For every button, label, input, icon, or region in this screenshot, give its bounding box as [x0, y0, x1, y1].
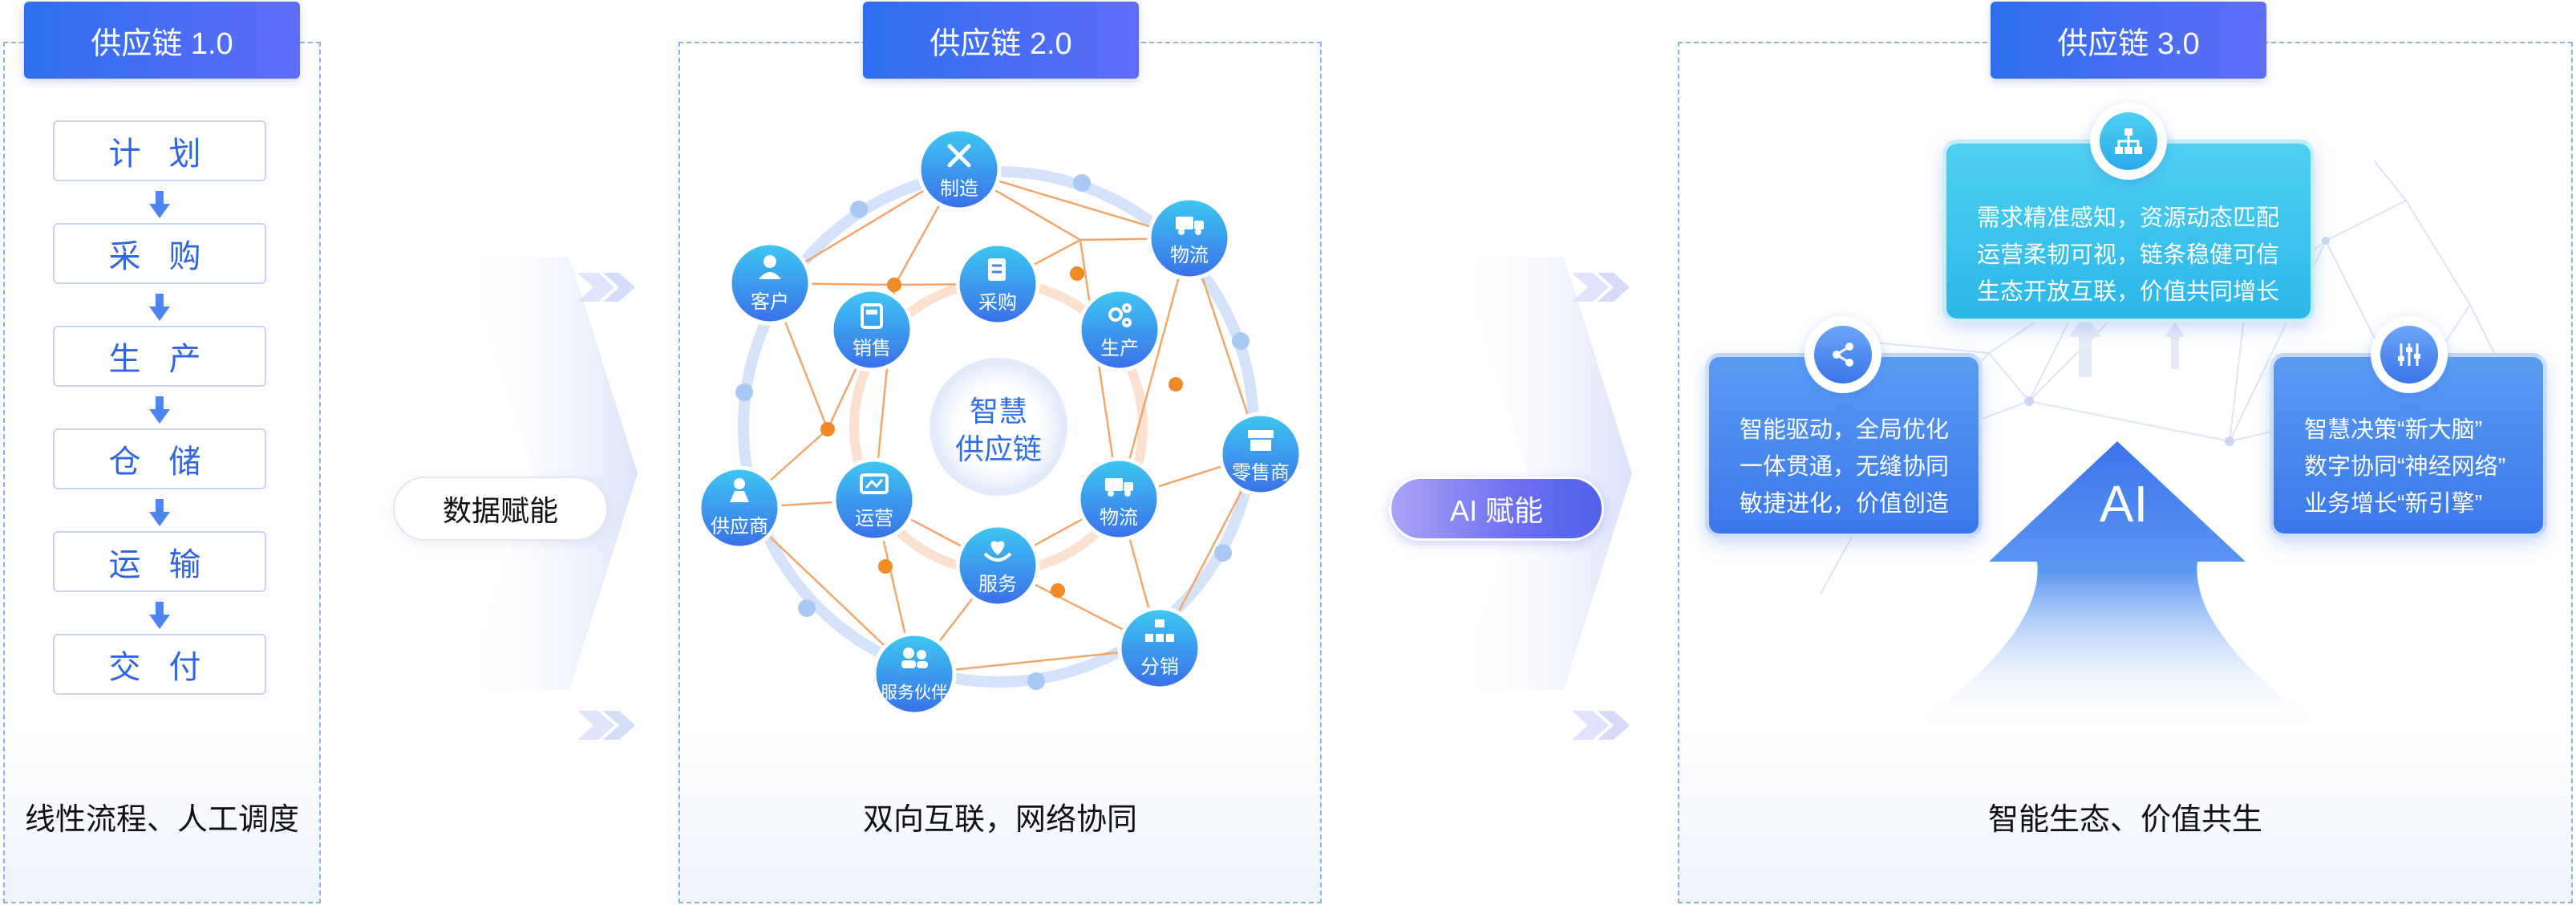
- node-label: 物流: [1170, 245, 1209, 266]
- stage2-title: 供应链 2.0: [863, 2, 1139, 79]
- double-chevron-icon: [1572, 711, 1630, 740]
- transition2-label: AI 赋能: [1389, 477, 1604, 541]
- node-manufacture: 制造: [917, 127, 1002, 212]
- node-retailer: 零售商: [1218, 412, 1303, 497]
- node-label: 服务伙伴: [881, 684, 948, 702]
- node-label: 分销: [1140, 656, 1179, 678]
- ai-arrow-icon: AI: [1909, 441, 2326, 730]
- card-left-line1: 智能驱动，全局优化: [1740, 417, 1950, 443]
- ring-dots: [735, 174, 1250, 690]
- share-icon: [1804, 316, 1881, 393]
- node-label: 制造: [940, 178, 978, 200]
- card-top-line3: 生态开放互联，价值共同增长: [1977, 279, 2280, 305]
- node-customer: 客户: [727, 241, 812, 326]
- card-right: 智慧决策“新大脑” 数字协同“神经网络” 业务增长“新引擎”: [2270, 353, 2547, 538]
- card-right-line2: 数字协同“神经网络”: [2304, 454, 2506, 480]
- node-logistics-inner: 物流: [1076, 457, 1161, 542]
- monitor-icon: [860, 473, 889, 494]
- double-chevron-icon: [577, 273, 635, 302]
- calculator-icon: [861, 303, 883, 329]
- card-top-line2: 运营柔韧可视，链条稳健可信: [1977, 242, 2280, 268]
- transition1-label: 数据赋能: [393, 477, 608, 541]
- card-top-line1: 需求精准感知，资源动态匹配: [1977, 205, 2280, 231]
- card-right-line1: 智慧决策“新大脑”: [2304, 417, 2483, 443]
- step-purchase: 采 购: [53, 223, 266, 284]
- supplier-icon: [730, 478, 749, 502]
- node-label: 销售: [853, 338, 891, 359]
- arrow-down-icon: [149, 396, 170, 424]
- node-production: 生产: [1077, 287, 1162, 372]
- step-production: 生 产: [53, 326, 266, 387]
- card-right-line3: 业务增长“新引擎”: [2304, 491, 2483, 517]
- orange-dots: [820, 266, 1183, 598]
- node-logistics-outer: 物流: [1147, 196, 1232, 281]
- node-supplier: 供应商: [697, 465, 782, 550]
- arrow-down-icon: [149, 602, 170, 629]
- node-label: 服务: [978, 574, 1017, 595]
- truck-icon: [1105, 478, 1133, 497]
- step-plan: 计 划: [53, 120, 266, 181]
- node-sales: 销售: [829, 287, 914, 372]
- node-label: 物流: [1100, 507, 1138, 529]
- transition1-chevron: [465, 257, 638, 690]
- node-distribution: 分销: [1117, 606, 1202, 691]
- node-label: 零售商: [1232, 462, 1290, 484]
- center-line2: 供应链: [955, 432, 1042, 465]
- double-chevron-icon: [1572, 273, 1630, 302]
- stage3-title: 供应链 3.0: [1991, 2, 2266, 79]
- node-operation: 运营: [832, 457, 917, 542]
- center-circle: [930, 358, 1067, 496]
- card-left-line3: 敏捷进化，价值创造: [1740, 491, 1950, 517]
- node-label: 运营: [855, 508, 893, 530]
- step-delivery: 交 付: [53, 634, 266, 695]
- wrench-icon: [947, 144, 971, 168]
- node-service: 服务: [955, 523, 1040, 608]
- heart-hand-icon: [983, 541, 1012, 562]
- step-storage: 仓 储: [53, 428, 266, 489]
- sliders-icon: [2371, 316, 2448, 393]
- node-service-partner: 服务伙伴: [872, 631, 957, 716]
- document-icon: [988, 258, 1006, 281]
- truck-icon: [1176, 217, 1204, 235]
- transition2-chevron: [1460, 257, 1632, 690]
- ai-label: AI: [2100, 475, 2148, 533]
- network-icon: [2090, 103, 2167, 180]
- gears-icon: [1108, 303, 1132, 327]
- store-icon: [1248, 430, 1274, 451]
- stage2-caption: 双向互联，网络协同: [862, 803, 1137, 837]
- partners-icon: [901, 647, 928, 668]
- arrow-down-icon: [149, 191, 170, 218]
- stage3-caption: 智能生态、价值共生: [1987, 803, 2262, 837]
- node-label: 供应商: [711, 516, 768, 538]
- org-chart-icon: [1145, 619, 1174, 642]
- user-icon: [759, 255, 781, 279]
- node-label: 生产: [1100, 338, 1139, 359]
- stage1-title: 供应链 1.0: [24, 2, 300, 79]
- double-chevron-icon: [577, 711, 635, 740]
- node-label: 采购: [978, 292, 1017, 314]
- arrow-down-icon: [149, 294, 170, 321]
- node-label: 客户: [751, 291, 789, 313]
- supply-network-diagram: 智慧 供应链 制造 物流 零售商 分销 服务伙伴 供应商 客户 采: [697, 127, 1303, 716]
- node-purchase: 采购: [955, 241, 1040, 327]
- arrow-down-icon: [149, 499, 170, 526]
- card-left-line2: 一体贯通，无缝协同: [1740, 454, 1950, 480]
- center-line1: 智慧: [970, 395, 1027, 428]
- step-transport: 运 输: [53, 531, 266, 592]
- stage1-caption: 线性流程、人工调度: [24, 803, 299, 837]
